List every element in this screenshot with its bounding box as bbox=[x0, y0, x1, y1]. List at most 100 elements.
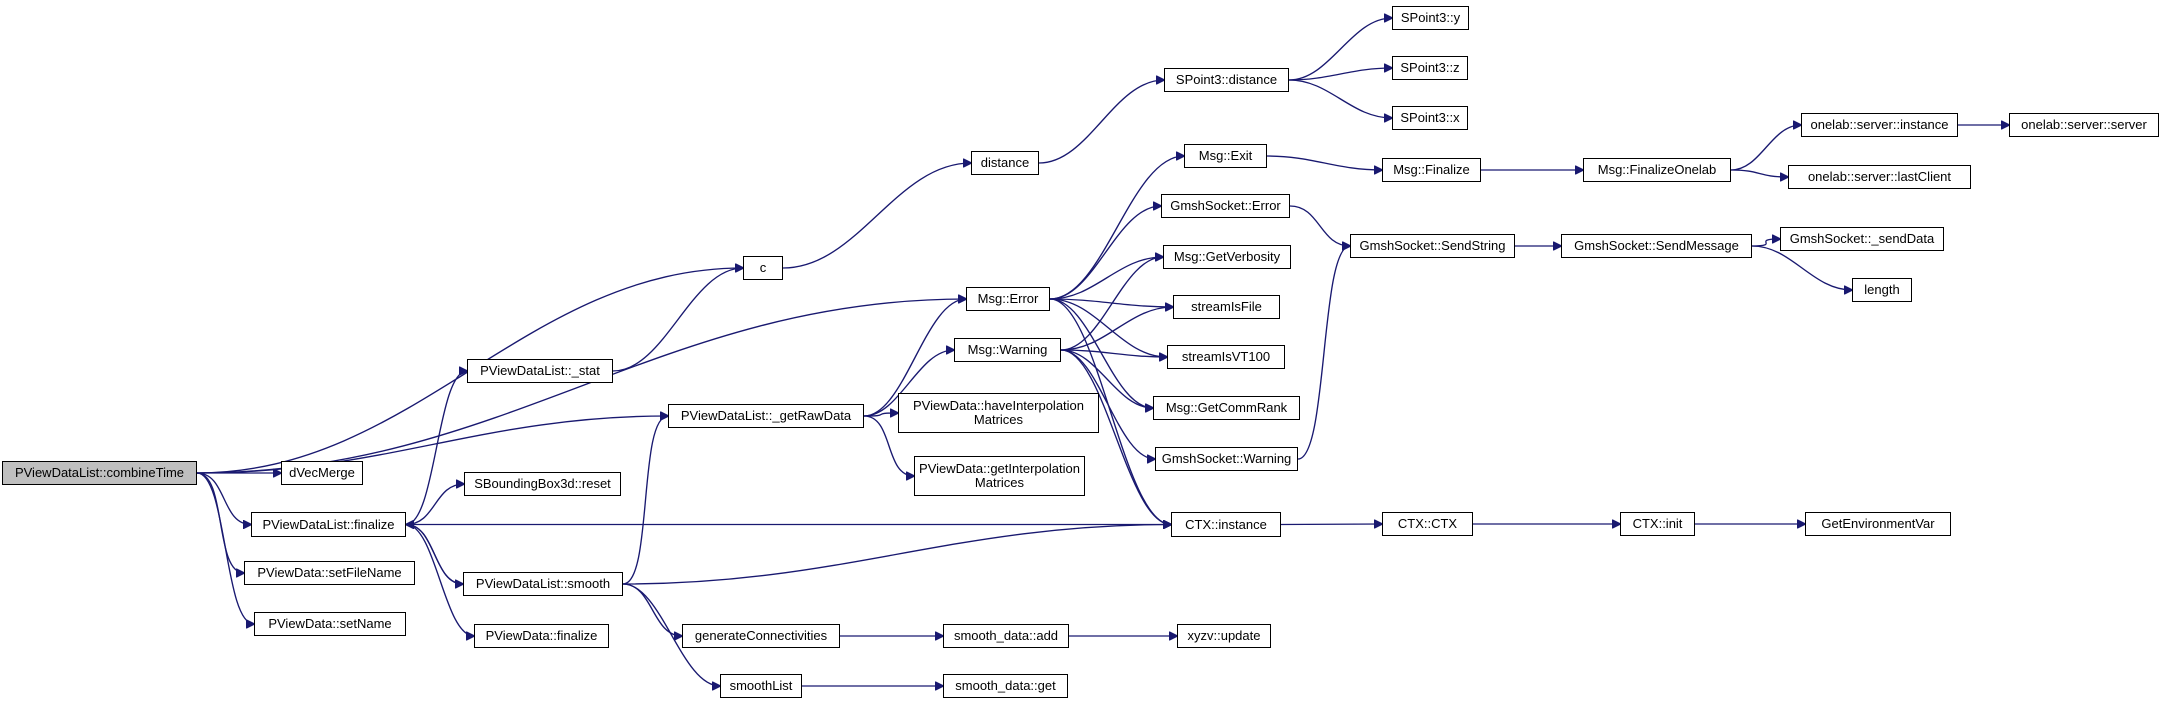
edge-smooth-to-genConn bbox=[622, 583, 682, 636]
node-msg-comm-rank[interactable]: Msg::GetCommRank bbox=[1153, 396, 1300, 420]
node-label: SBoundingBox3d::reset bbox=[474, 476, 611, 491]
node-label: SPoint3::distance bbox=[1175, 72, 1278, 87]
edge-stat-to-c bbox=[612, 268, 743, 372]
node-label: Msg::Error bbox=[977, 291, 1039, 306]
node-sp3distance[interactable]: SPoint3::distance bbox=[1164, 68, 1289, 92]
edge-finalizeOnelab-to-olLastClient bbox=[1730, 169, 1788, 177]
node-d-vec-merge[interactable]: dVecMerge bbox=[281, 461, 363, 485]
edge-root-to-getRawData bbox=[196, 416, 668, 474]
node-sbb-reset[interactable]: SBoundingBox3d::reset bbox=[464, 472, 621, 496]
node-ctx-instance[interactable]: CTX::instance bbox=[1171, 512, 1281, 537]
node-get-env-var[interactable]: GetEnvironmentVar bbox=[1805, 512, 1951, 536]
node-label: generateConnectivities bbox=[694, 628, 828, 643]
edge-sp3distance-to-sp3y bbox=[1288, 18, 1392, 81]
edge-msgWarning-to-streamIsFile bbox=[1060, 307, 1173, 351]
node-get-raw-data[interactable]: PViewDataList::_getRawData bbox=[668, 404, 864, 428]
node-ol-server-server[interactable]: onelab::server::server bbox=[2009, 113, 2159, 137]
node-label: Msg::GetCommRank bbox=[1165, 400, 1288, 415]
node-gs-error[interactable]: GmshSocket::Error bbox=[1161, 194, 1290, 218]
edge-msgWarning-to-streamIsVT100 bbox=[1060, 349, 1167, 357]
edge-msgError-to-msgVerbosity bbox=[1049, 257, 1163, 300]
node-label: PViewDataList::combineTime bbox=[14, 465, 185, 480]
node-label: onelab::server::instance bbox=[1810, 117, 1949, 132]
node-label: Msg::GetVerbosity bbox=[1173, 249, 1281, 264]
node-smooth[interactable]: PViewDataList::smooth bbox=[463, 572, 623, 596]
node-label: PViewDataList::_getRawData bbox=[680, 408, 852, 423]
node-label: GmshSocket::SendMessage bbox=[1574, 238, 1739, 253]
edge-distance-to-sp3distance bbox=[1038, 80, 1164, 164]
node-distance[interactable]: distance bbox=[971, 151, 1039, 175]
node-stream-is-v-t100[interactable]: streamIsVT100 bbox=[1167, 345, 1285, 369]
node-label: GmshSocket::Error bbox=[1170, 198, 1281, 213]
node-label: PViewDataList::_stat bbox=[480, 363, 600, 378]
edge-sp3distance-to-sp3x bbox=[1288, 79, 1392, 118]
node-stream-is-file[interactable]: streamIsFile bbox=[1173, 295, 1280, 319]
node-label: PViewData::getInterpolation Matrices bbox=[919, 461, 1080, 490]
edge-sp3distance-to-sp3z bbox=[1288, 68, 1392, 81]
node-c[interactable]: c bbox=[743, 256, 783, 280]
node-have-interp[interactable]: PViewData::haveInterpolation Matrices bbox=[898, 393, 1099, 433]
edge-msgExit-to-msgFinalize bbox=[1266, 155, 1382, 170]
node-label: PViewData::setName bbox=[268, 616, 392, 631]
node-gs-send-data[interactable]: GmshSocket::_sendData bbox=[1780, 227, 1944, 251]
node-msg-finalize[interactable]: Msg::Finalize bbox=[1382, 158, 1481, 182]
edge-smooth-to-getRawData bbox=[622, 416, 668, 585]
node-label: smooth_data::get bbox=[955, 678, 1056, 693]
node-label: CTX::init bbox=[1632, 516, 1683, 531]
node-gs-warning[interactable]: GmshSocket::Warning bbox=[1155, 447, 1298, 471]
node-label: Msg::Warning bbox=[967, 342, 1048, 357]
node-xyzv-update[interactable]: xyzv::update bbox=[1177, 624, 1271, 648]
node-label: streamIsFile bbox=[1191, 299, 1262, 314]
edge-getRawData-to-haveInterp bbox=[863, 413, 898, 416]
node-ol-server-instance[interactable]: onelab::server::instance bbox=[1801, 113, 1958, 137]
node-label: PViewData::setFileName bbox=[257, 565, 402, 580]
node-sp3y[interactable]: SPoint3::y bbox=[1392, 6, 1469, 30]
node-root: PViewDataList::combineTime bbox=[2, 461, 197, 485]
node-label: GetEnvironmentVar bbox=[1821, 516, 1935, 531]
node-finalize[interactable]: PViewDataList::finalize bbox=[251, 512, 406, 537]
node-get-interp[interactable]: PViewData::getInterpolation Matrices bbox=[914, 456, 1085, 496]
edge-root-to-setName bbox=[196, 472, 254, 624]
node-gs-send-string[interactable]: GmshSocket::SendString bbox=[1350, 234, 1515, 258]
node-sd-add[interactable]: smooth_data::add bbox=[943, 624, 1069, 648]
edge-getRawData-to-msgWarning bbox=[863, 350, 954, 417]
node-stat[interactable]: PViewDataList::_stat bbox=[467, 359, 613, 383]
node-sp3x[interactable]: SPoint3::x bbox=[1392, 106, 1468, 130]
node-label: onelab::server::server bbox=[2021, 117, 2147, 132]
node-pvd-finalize[interactable]: PViewData::finalize bbox=[474, 624, 609, 648]
node-label: GmshSocket::Warning bbox=[1161, 451, 1292, 466]
edge-msgError-to-streamIsFile bbox=[1049, 298, 1173, 307]
node-msg-verbosity[interactable]: Msg::GetVerbosity bbox=[1163, 245, 1291, 269]
node-msg-error[interactable]: Msg::Error bbox=[966, 287, 1050, 311]
node-gs-send-message[interactable]: GmshSocket::SendMessage bbox=[1561, 234, 1752, 258]
edge-getRawData-to-getInterp bbox=[863, 415, 914, 476]
node-length[interactable]: length bbox=[1852, 278, 1912, 302]
edge-finalize-to-pvdFinalize bbox=[405, 523, 474, 637]
node-set-file-name[interactable]: PViewData::setFileName bbox=[244, 561, 415, 585]
node-gen-conn[interactable]: generateConnectivities bbox=[682, 624, 840, 648]
edge-smooth-to-finalize bbox=[406, 525, 464, 585]
node-finalize-onelab[interactable]: Msg::FinalizeOnelab bbox=[1583, 158, 1731, 182]
node-label: PViewDataList::finalize bbox=[262, 516, 395, 532]
node-set-name[interactable]: PViewData::setName bbox=[254, 612, 406, 636]
edge-gsError-to-gsSendString bbox=[1289, 205, 1350, 246]
edge-smooth-to-ctxInstance bbox=[622, 525, 1171, 585]
node-msg-warning[interactable]: Msg::Warning bbox=[954, 338, 1061, 362]
node-smooth-list[interactable]: smoothList bbox=[720, 674, 802, 698]
node-ctx-init[interactable]: CTX::init bbox=[1620, 512, 1695, 536]
node-sp3z[interactable]: SPoint3::z bbox=[1392, 56, 1468, 80]
node-msg-exit[interactable]: Msg::Exit bbox=[1184, 144, 1267, 168]
node-label: Msg::Exit bbox=[1198, 148, 1253, 163]
node-ol-last-client[interactable]: onelab::server::lastClient bbox=[1788, 165, 1971, 189]
node-sd-get[interactable]: smooth_data::get bbox=[943, 674, 1068, 698]
node-label: GmshSocket::_sendData bbox=[1789, 231, 1935, 246]
node-label: CTX::CTX bbox=[1397, 516, 1458, 531]
edge-gsSendMessage-to-gsSendData bbox=[1751, 239, 1780, 247]
edge-finalizeOnelab-to-olServerInstance bbox=[1730, 125, 1801, 171]
node-label: xyzv::update bbox=[1187, 628, 1261, 643]
edge-root-to-msgError bbox=[196, 299, 966, 474]
node-label: streamIsVT100 bbox=[1181, 349, 1271, 364]
node-ctx-ctx[interactable]: CTX::CTX bbox=[1382, 512, 1473, 536]
node-label: c bbox=[759, 260, 767, 275]
